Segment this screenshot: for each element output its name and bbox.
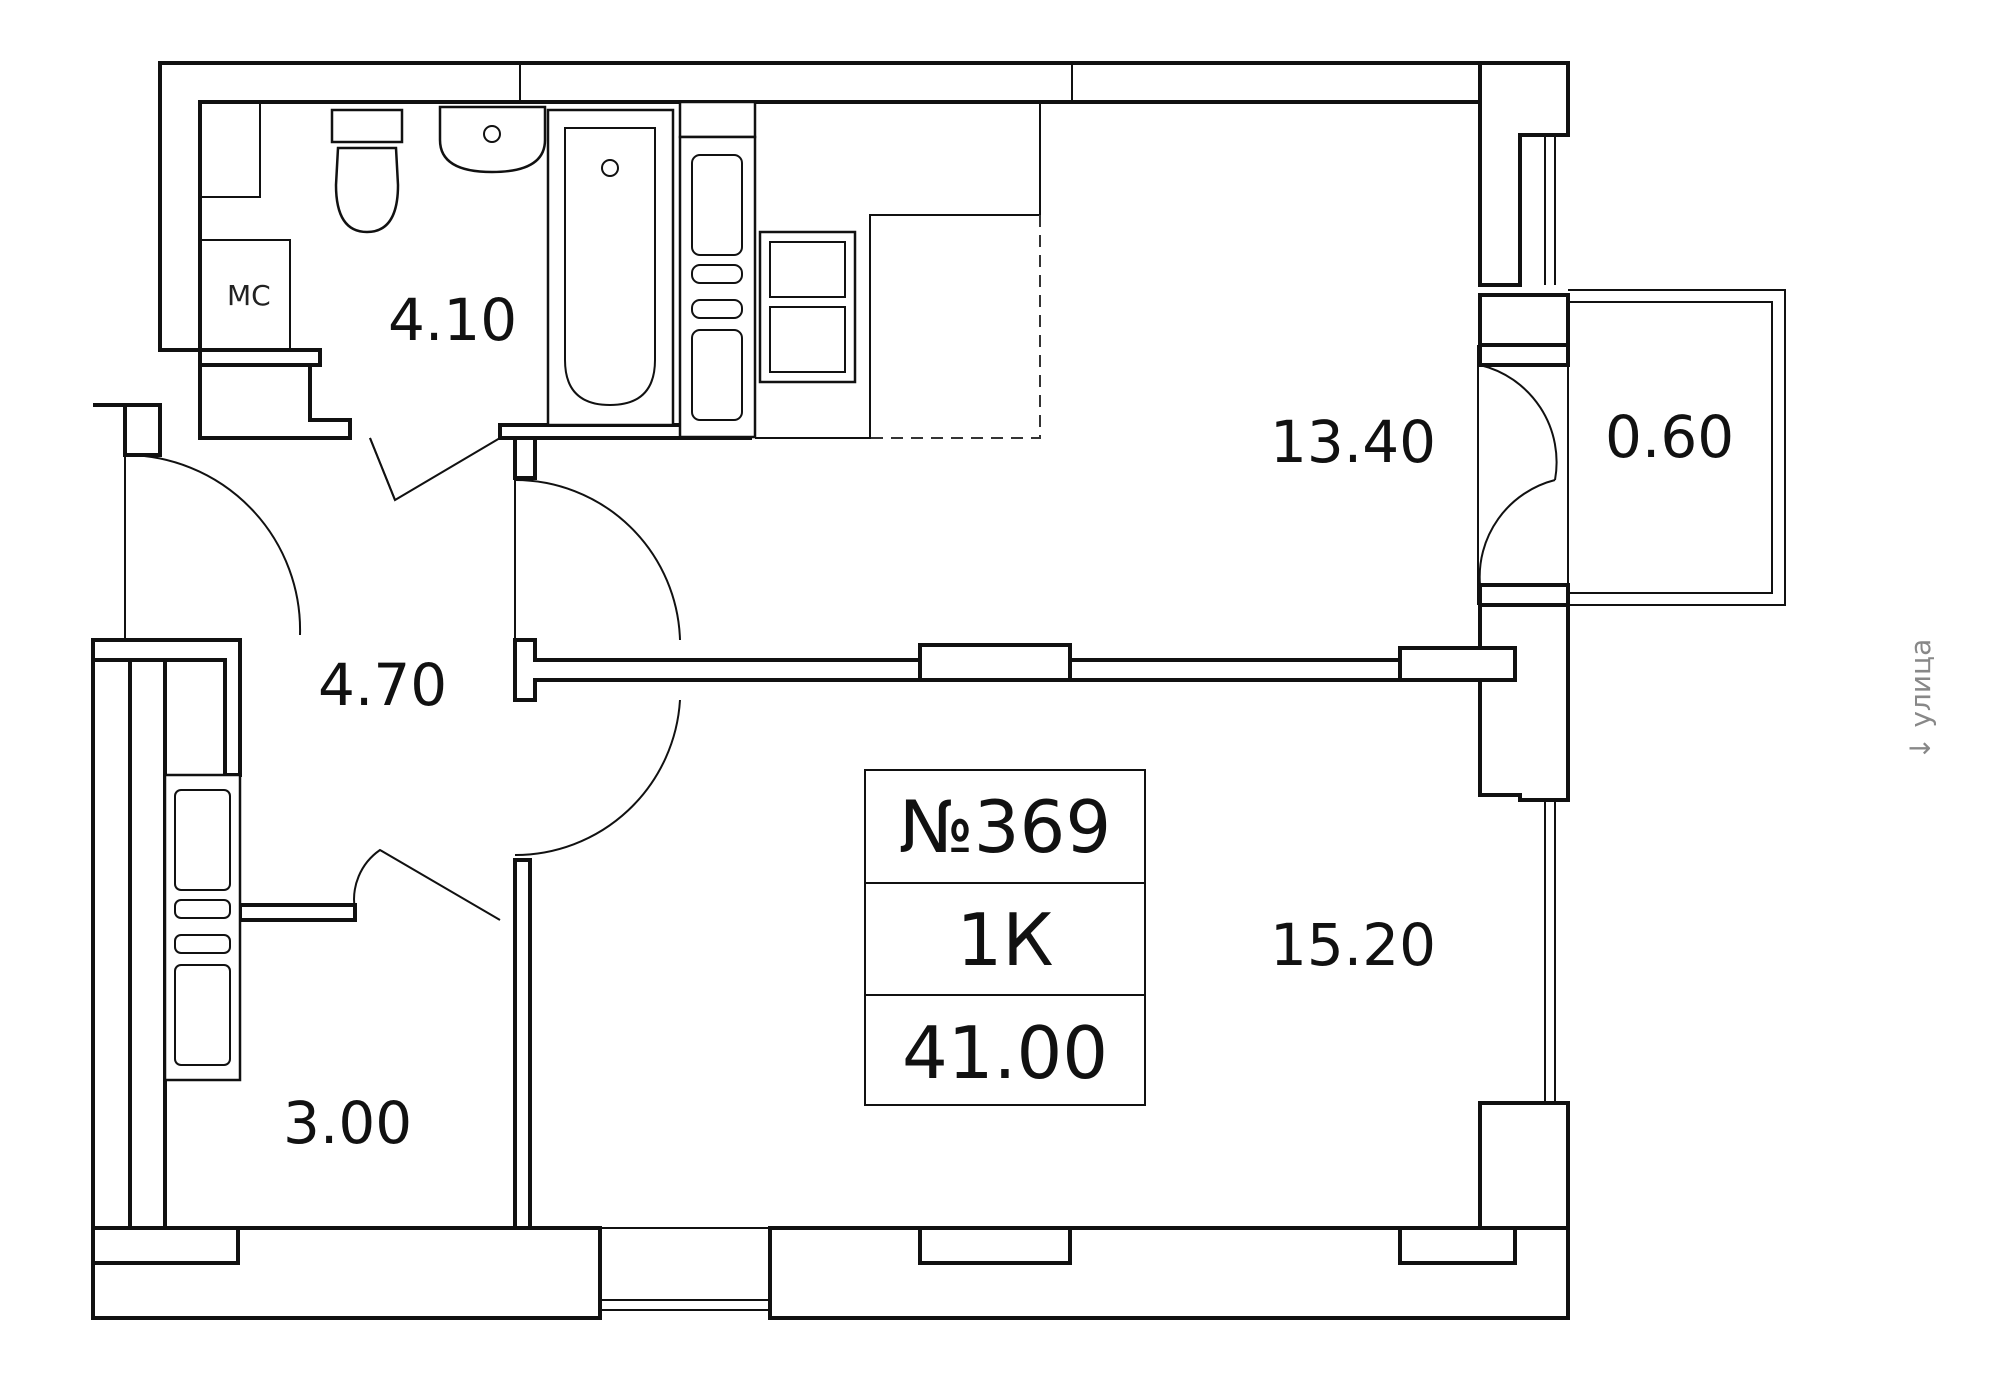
fixtures: МС: [163, 100, 1041, 1082]
outer-walls: [91, 61, 1570, 1320]
street-direction-label: ↓ улица: [1904, 639, 1937, 760]
bathtub-icon: [546, 108, 675, 427]
toilet-tank: [330, 108, 404, 144]
room-area-balcony: 0.60: [1605, 403, 1734, 471]
mc-label: МС: [227, 279, 271, 312]
right-windows: [519, 63, 1570, 1103]
apartment-total-area: 41.00: [902, 1011, 1108, 1095]
sink-icon: [438, 105, 547, 174]
room-area-bathroom: 4.10: [388, 286, 517, 354]
toilet-icon: [334, 146, 400, 234]
apartment-info-box: №369 1К 41.00: [864, 769, 1146, 1106]
apartment-type: 1К: [957, 898, 1054, 982]
room-area-hallway: 4.70: [318, 651, 447, 719]
internal-walls: [91, 348, 1517, 1230]
doors: [124, 364, 1558, 921]
apartment-number: №369: [899, 785, 1111, 869]
room-area-bedroom: 15.20: [1270, 911, 1436, 979]
room-area-storage: 3.00: [283, 1089, 412, 1157]
room-area-kitchen-living: 13.40: [1270, 408, 1436, 476]
balcony: [1568, 289, 1786, 606]
room-labels: 4.10 13.40 0.60 4.70 15.20 3.00: [283, 286, 1734, 1157]
